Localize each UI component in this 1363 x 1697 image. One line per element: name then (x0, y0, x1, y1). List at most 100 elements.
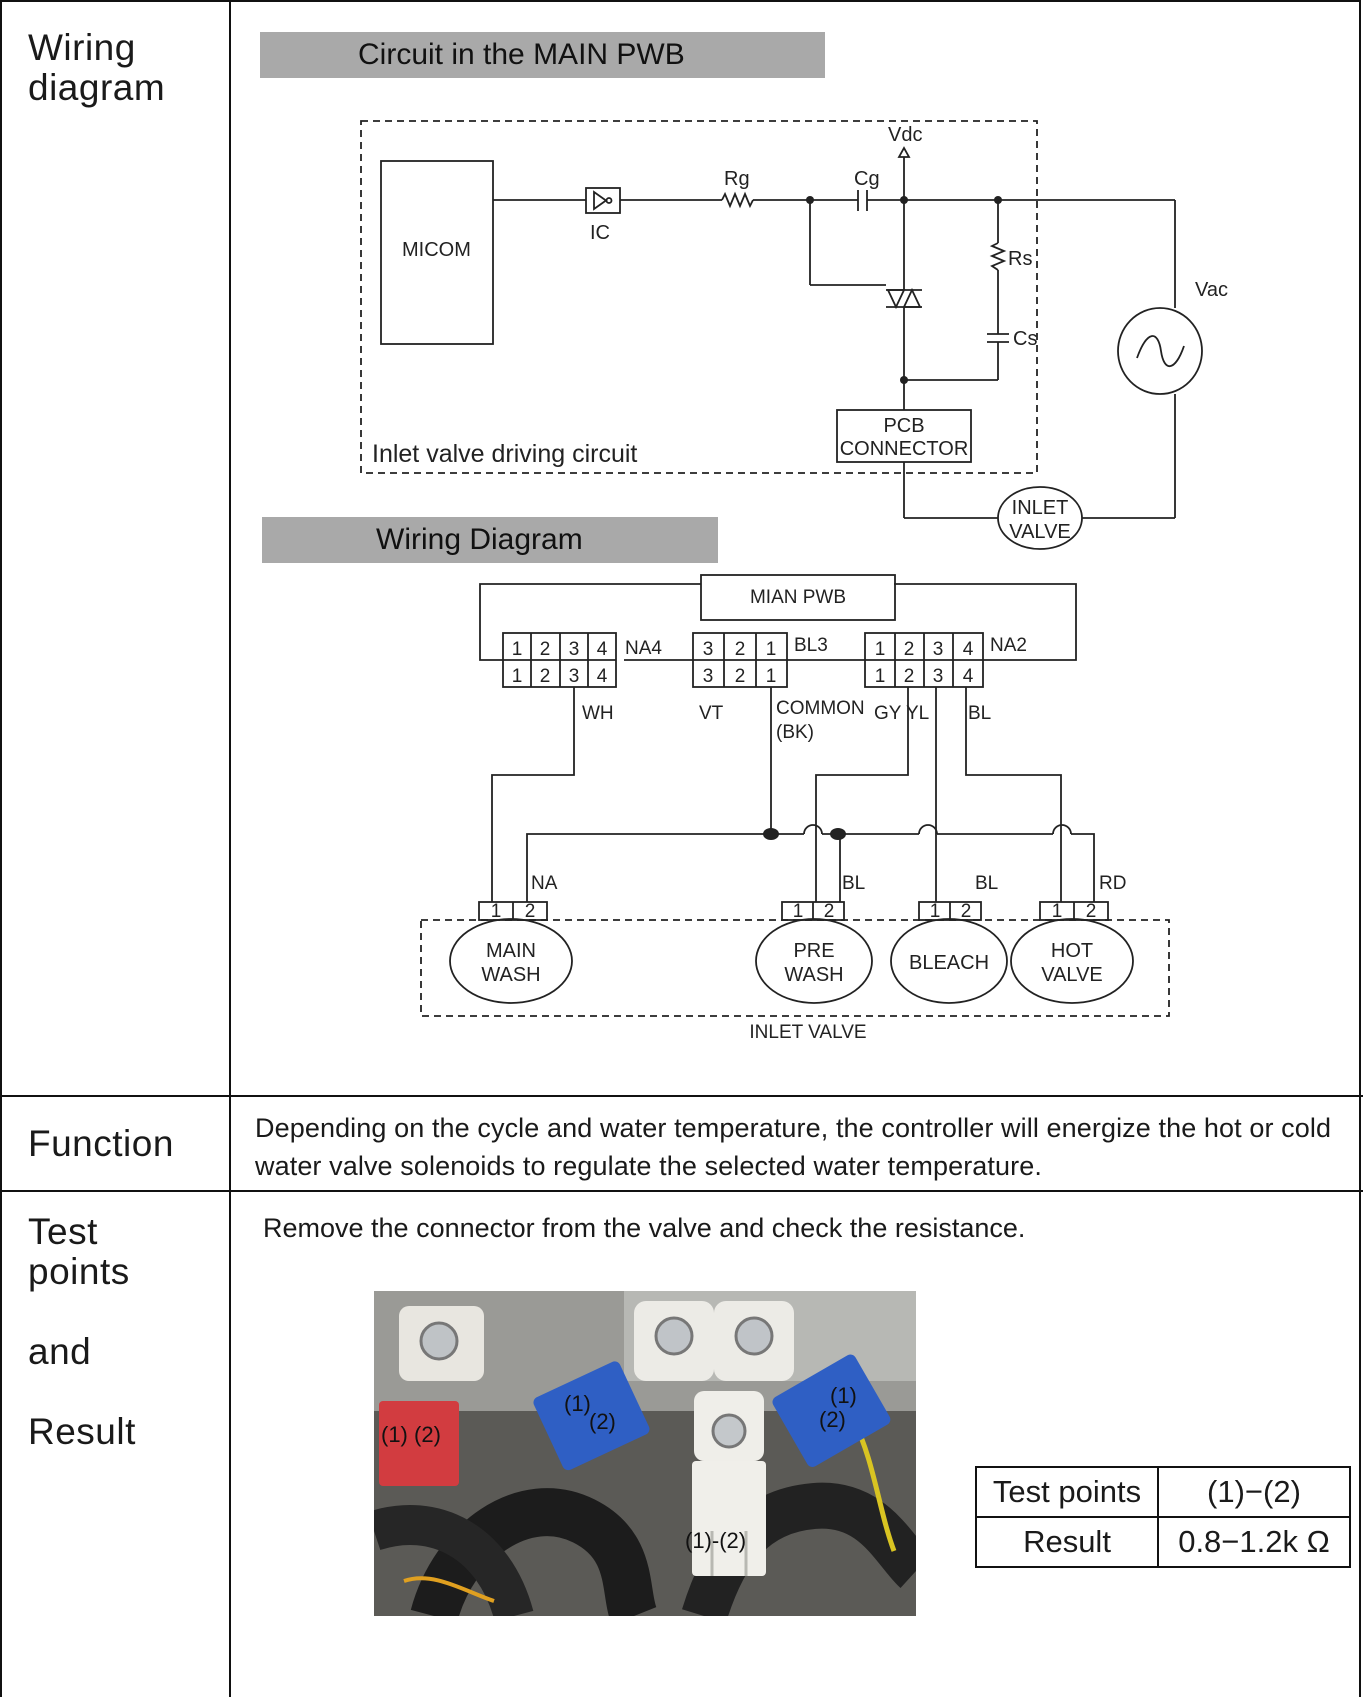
na-label: NA (531, 873, 558, 894)
test-label-4: Result (28, 1411, 136, 1452)
test-points-value: (1)−(2) (1157, 1466, 1351, 1518)
svg-text:4: 4 (597, 639, 608, 660)
svg-text:1: 1 (1052, 901, 1063, 922)
bleach-label: BLEACH (909, 952, 989, 974)
pre-wash-2: WASH (784, 964, 843, 986)
svg-text:1: 1 (875, 639, 886, 660)
wiring-diagram-title: Wiring Diagram (262, 517, 718, 563)
na4-label: NA4 (625, 638, 662, 659)
result-header: Result (975, 1516, 1159, 1568)
pcb-label-2: CONNECTOR (840, 438, 969, 460)
vt-label: VT (699, 703, 724, 724)
svg-text:2: 2 (525, 901, 536, 922)
column-divider (229, 0, 231, 1697)
inlet-valve-label: INLET VALVE (749, 1022, 866, 1043)
wiring-diagram-svg: MICOM IC Rg Cg Vdc Rs Cs Vac PCB CONNECT… (360, 120, 1228, 1043)
driving-circuit-box (360, 120, 1038, 474)
svg-text:3: 3 (703, 639, 714, 660)
svg-text:1: 1 (930, 901, 941, 922)
wiring-label-1: Wiring (28, 27, 136, 68)
white-connector-label: (1)-(2) (685, 1528, 747, 1553)
micom-label: MICOM (402, 239, 471, 261)
svg-text:3: 3 (703, 666, 714, 687)
driving-circuit-label: Inlet valve driving circuit (372, 440, 637, 468)
svg-text:4: 4 (963, 639, 974, 660)
result-value: 0.8−1.2k Ω (1157, 1516, 1351, 1568)
common-label: COMMON (776, 698, 865, 719)
test-label-2: points (28, 1251, 130, 1292)
svg-text:1: 1 (512, 639, 523, 660)
result-table: Test points (1)−(2) Result 0.8−1.2k Ω (975, 1466, 1351, 1568)
svg-text:2: 2 (904, 639, 915, 660)
test-instruction: Remove the connector from the valve and … (263, 1213, 1026, 1243)
svg-text:1: 1 (512, 666, 523, 687)
main-wash-2: WASH (481, 964, 540, 986)
blue-connector-1-pin2: (2) (589, 1409, 616, 1434)
vdc-label: Vdc (888, 124, 922, 146)
svg-text:1: 1 (491, 901, 502, 922)
bk-label: (BK) (776, 722, 814, 743)
svg-text:2: 2 (540, 666, 551, 687)
test-label-1: Test (28, 1211, 98, 1252)
test-points-header: Test points (975, 1466, 1159, 1518)
vac-source (1117, 307, 1203, 395)
pcb-label-1: PCB (883, 415, 924, 437)
wiring-label-2: diagram (28, 67, 166, 108)
svg-text:3: 3 (933, 639, 944, 660)
blue-connector-1-pin1: (1) (564, 1391, 591, 1416)
blue-connector-2-pin1: (1) (830, 1383, 857, 1408)
gy-label: GY (874, 703, 902, 724)
vac-label: Vac (1195, 279, 1228, 301)
svg-text:3: 3 (569, 666, 580, 687)
svg-text:2: 2 (735, 639, 746, 660)
function-label: Function (28, 1123, 174, 1164)
circuit-title: Circuit in the MAIN PWB (260, 32, 825, 78)
test-label-3: and (28, 1331, 92, 1372)
ic-symbol (585, 187, 621, 214)
inlet-label-2: VALVE (1009, 521, 1071, 543)
cs-label: Cs (1013, 328, 1037, 350)
row-divider-1 (0, 1095, 1363, 1097)
svg-text:1: 1 (793, 901, 804, 922)
function-text: Depending on the cycle and water tempera… (255, 1113, 1332, 1181)
bl-label-prewash: BL (842, 873, 865, 894)
micom-box (380, 160, 494, 345)
svg-text:3: 3 (933, 666, 944, 687)
svg-text:4: 4 (597, 666, 608, 687)
inlet-valve-box (420, 919, 1170, 1017)
svg-text:3: 3 (569, 639, 580, 660)
hot-valve-1: HOT (1051, 940, 1093, 962)
inlet-label-1: INLET (1012, 497, 1069, 519)
svg-text:1: 1 (766, 639, 777, 660)
cg-label: Cg (854, 168, 880, 190)
svg-text:2: 2 (1086, 901, 1097, 922)
svg-text:4: 4 (963, 666, 974, 687)
mian-pwb-label: MIAN PWB (750, 587, 846, 608)
row-divider-2 (0, 1190, 1363, 1192)
svg-text:1: 1 (766, 666, 777, 687)
svg-text:2: 2 (735, 666, 746, 687)
pre-wash-1: PRE (793, 940, 834, 962)
rd-label: RD (1099, 873, 1126, 894)
svg-text:2: 2 (904, 666, 915, 687)
rg-label: Rg (724, 168, 750, 190)
rg-resistor (721, 191, 754, 209)
blue-connector-2-pin2: (2) (819, 1407, 846, 1432)
svg-text:2: 2 (824, 901, 835, 922)
svg-text:2: 2 (961, 901, 972, 922)
bl3-label: BL3 (794, 635, 828, 656)
red-connector-label: (1) (2) (381, 1422, 441, 1447)
valve-photo: (1) (2) (1) (2) (1) (2) (1)-(2) (374, 1291, 916, 1616)
bl-label-top: BL (968, 703, 991, 724)
wh-label: WH (582, 703, 614, 724)
bl-label-bleach: BL (975, 873, 998, 894)
ic-label: IC (590, 222, 610, 244)
hot-valve-2: VALVE (1041, 964, 1103, 986)
rs-label: Rs (1008, 248, 1032, 270)
na2-label: NA2 (990, 635, 1027, 656)
yl-label: YL (906, 703, 929, 724)
mian-pwb-box (700, 574, 896, 621)
svg-text:2: 2 (540, 639, 551, 660)
svg-text:1: 1 (875, 666, 886, 687)
